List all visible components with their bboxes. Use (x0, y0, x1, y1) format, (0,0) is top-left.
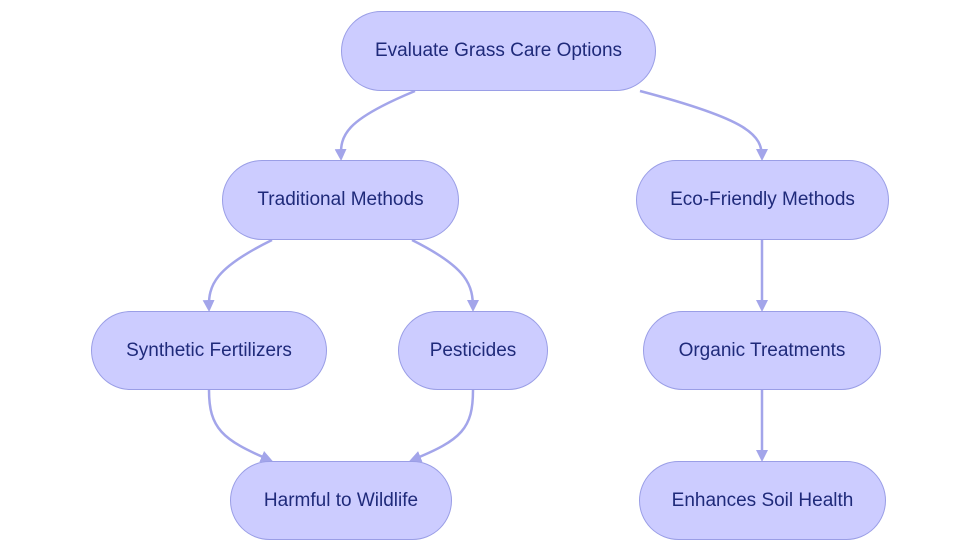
node-label: Pesticides (429, 339, 517, 361)
node-organic-treatments: Organic Treatments (643, 311, 881, 390)
node-label: Evaluate Grass Care Options (374, 40, 623, 61)
node-label: Enhances Soil Health (671, 489, 854, 511)
node-label: Eco-Friendly Methods (670, 189, 855, 210)
node-synthetic-fertilizers: Synthetic Fertilizers (91, 311, 327, 390)
node-eco-friendly-methods: Eco-Friendly Methods (636, 160, 889, 240)
node-label: Harmful to Wildlife (263, 489, 419, 511)
edge-pesticides-to-wildlife (409, 389, 475, 463)
edge-root-to-traditional (334, 89, 416, 161)
node-label: Traditional Methods (257, 189, 424, 210)
edge-fertilizers-to-wildlife (207, 389, 273, 463)
edge-traditional-to-fertilizers (202, 238, 273, 312)
edge-root-to-eco (639, 89, 768, 161)
node-label: Synthetic Fertilizers (126, 339, 292, 361)
node-label: Organic Treatments (678, 339, 846, 361)
node-enhances-soil-health: Enhances Soil Health (639, 461, 886, 540)
node-pesticides: Pesticides (398, 311, 548, 390)
edge-traditional-to-pesticides (411, 238, 479, 312)
node-harmful-to-wildlife: Harmful to Wildlife (230, 461, 452, 540)
node-evaluate-grass-care-options: Evaluate Grass Care Options (341, 11, 656, 91)
node-traditional-methods: Traditional Methods (222, 160, 459, 240)
